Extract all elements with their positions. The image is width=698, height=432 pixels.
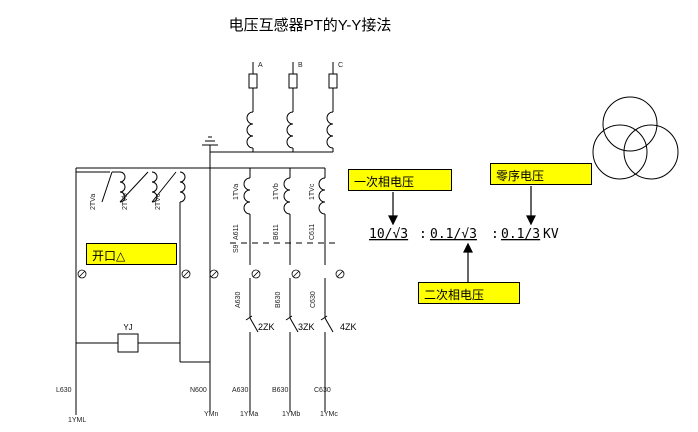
wire-c630: C630 [310,291,317,308]
terminals [77,269,345,279]
relay-label: YJ [123,323,132,332]
page-title: 电压互感器PT的Y-Y接法 [229,17,392,34]
switch-3zk: 3ZK [298,322,315,332]
ratio-secondary: 0.1/√3 [430,227,477,242]
label-2tvc: 2TVc [155,193,162,210]
wire-l630: L630 [56,387,72,394]
wire-b630-bottom: B630 [272,387,288,394]
open-delta-windings-2tv [101,171,186,265]
wire-c630-bottom: C630 [314,387,331,394]
switch-4zk: 4ZK [340,322,357,332]
primary-windings [246,111,334,149]
ratio-zero: 0.1/3 [501,227,540,242]
ratio-sep-1: : [419,227,427,242]
primary-fuses [248,62,338,112]
callout-primary-voltage: 一次相电压 [348,169,452,191]
ratio-sep-2: : [491,227,499,242]
bus-1yml: 1YML [68,417,86,424]
callout-arrows [388,186,536,282]
phase-label-a: A [258,62,263,69]
bus-ymn: YMn [204,411,219,418]
label-2tvb: 2TVb [122,193,129,210]
bus-1ymc: 1YMc [320,411,338,418]
bus-1yma: 1YMa [240,411,258,418]
ratio-unit: KV [543,227,559,242]
bus-1ymb: 1YMb [282,411,300,418]
label-2tva: 2TVa [90,194,97,210]
wire-n600: N600 [190,387,207,394]
switch-2zk: 2ZK [258,322,275,332]
label-1tvb: 1TVb [273,183,280,200]
wire-c611: C611 [309,224,316,240]
ratio-primary: 10/√3 [369,227,408,242]
wire-s9: S9 [233,244,240,253]
wire-b611: B611 [273,224,280,240]
neutral-lines [75,136,334,415]
wire-a630-bottom: A630 [232,387,248,394]
label-1tvc: 1TVc [309,183,316,200]
callout-open-delta: 开口△ [86,243,177,265]
ratio-expression: 10/√3 : 0.1/√3 : 0.1/3 KV [369,227,559,242]
callout-secondary-voltage: 二次相电压 [418,282,520,304]
wire-b630: B630 [275,292,282,308]
wire-a630: A630 [235,292,242,308]
label-1tva: 1TVa [233,184,240,200]
transformer-symbol-icon [592,96,679,180]
wire-a611: A611 [233,224,240,240]
callout-zero-sequence: 零序电压 [490,163,592,185]
phase-label-c: C [338,62,343,69]
phase-label-b: B [298,62,303,69]
